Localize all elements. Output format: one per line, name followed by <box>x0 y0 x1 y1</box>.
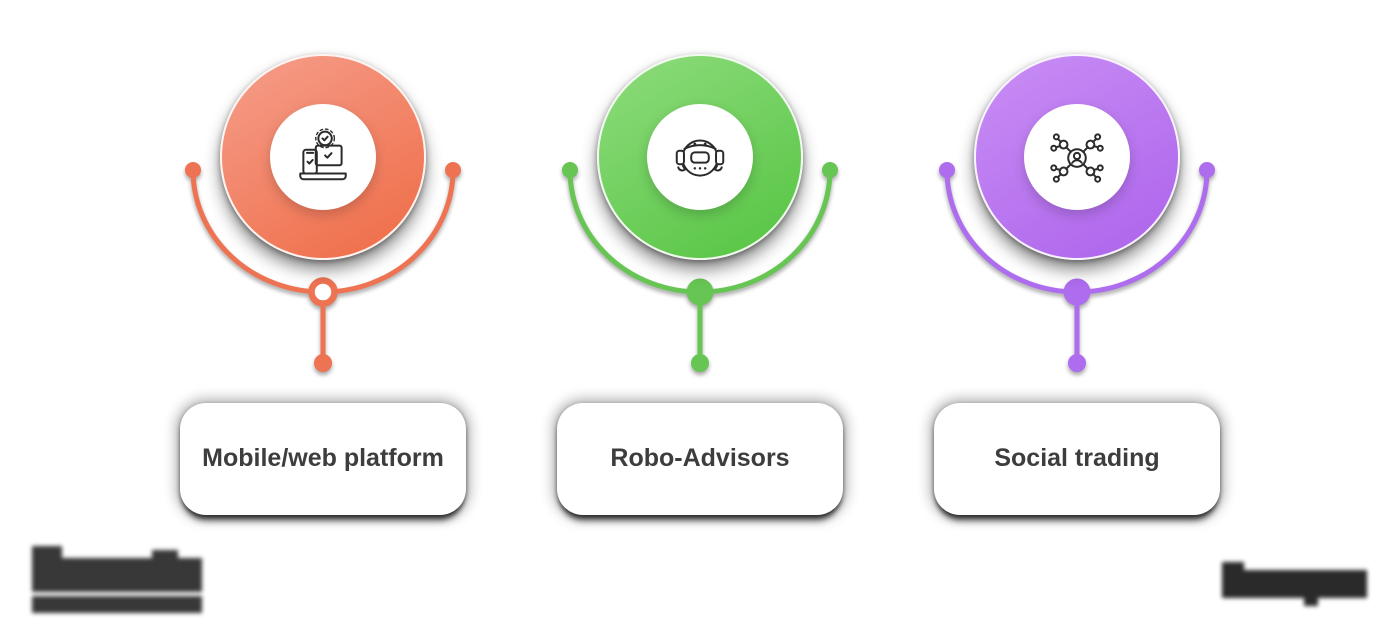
label-card-social-trading: Social trading <box>934 403 1220 515</box>
label-card-mobile-web-platform: Mobile/web platform <box>180 403 466 515</box>
connector-arc <box>562 162 838 372</box>
group-mobile-web-platform: Mobile/web platform <box>173 0 473 640</box>
gradient-circle-purple <box>974 54 1180 260</box>
icon-disc <box>1024 104 1130 210</box>
label-text: Mobile/web platform <box>202 444 444 473</box>
robot-icon <box>669 126 731 188</box>
connector-arc <box>185 162 461 372</box>
connector-arc <box>939 162 1215 372</box>
icon-disc <box>647 104 753 210</box>
label-card-robo-advisors: Robo-Advisors <box>557 403 843 515</box>
icon-disc <box>270 104 376 210</box>
network-icon <box>1046 126 1108 188</box>
group-social-trading: Social trading <box>927 0 1227 640</box>
pixelated-watermark <box>1222 562 1370 608</box>
gradient-circle-green <box>597 54 803 260</box>
gradient-circle-orange <box>220 54 426 260</box>
label-text: Robo-Advisors <box>610 444 790 473</box>
group-robo-advisors: Robo-Advisors <box>550 0 850 640</box>
label-text: Social trading <box>994 444 1160 473</box>
pixelated-logo <box>32 546 208 616</box>
devices-icon <box>292 126 354 188</box>
